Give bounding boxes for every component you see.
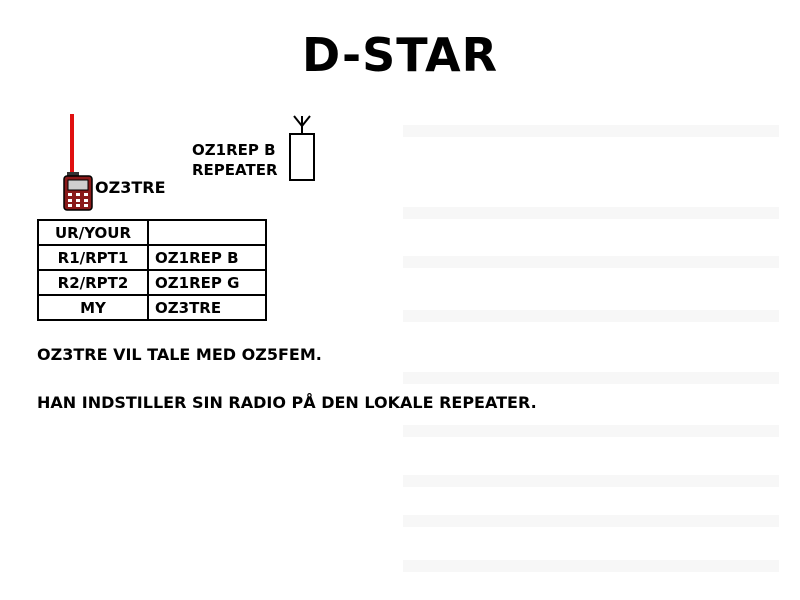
caption-line-1: OZ3TRE VIL TALE MED OZ5FEM.	[37, 345, 322, 364]
page-title: D-STAR	[301, 28, 499, 82]
repeater-callsign: OZ1REP B	[192, 141, 276, 159]
repeater-tower-icon	[289, 115, 315, 181]
table-row: MY OZ3TRE	[37, 294, 267, 321]
row-key: MY	[37, 294, 149, 321]
radio-callsign: OZ3TRE	[95, 178, 166, 197]
row-value	[147, 219, 267, 246]
row-key: R2/RPT2	[37, 269, 149, 296]
row-key: R1/RPT1	[37, 244, 149, 271]
row-value: OZ3TRE	[147, 294, 267, 321]
repeater-text: REPEATER	[192, 161, 278, 179]
repeater-label: OZ1REP B REPEATER	[192, 140, 278, 180]
table-row: R2/RPT2 OZ1REP G	[37, 269, 267, 296]
row-value: OZ1REP G	[147, 269, 267, 296]
handheld-radio-icon	[63, 114, 93, 211]
caption-line-2: HAN INDSTILLER SIN RADIO PÅ DEN LOKALE R…	[37, 393, 537, 412]
row-key: UR/YOUR	[37, 219, 149, 246]
table-row: R1/RPT1 OZ1REP B	[37, 244, 267, 271]
table-row: UR/YOUR	[37, 219, 267, 246]
routing-table: UR/YOUR R1/RPT1 OZ1REP B R2/RPT2 OZ1REP …	[37, 219, 267, 321]
row-value: OZ1REP B	[147, 244, 267, 271]
